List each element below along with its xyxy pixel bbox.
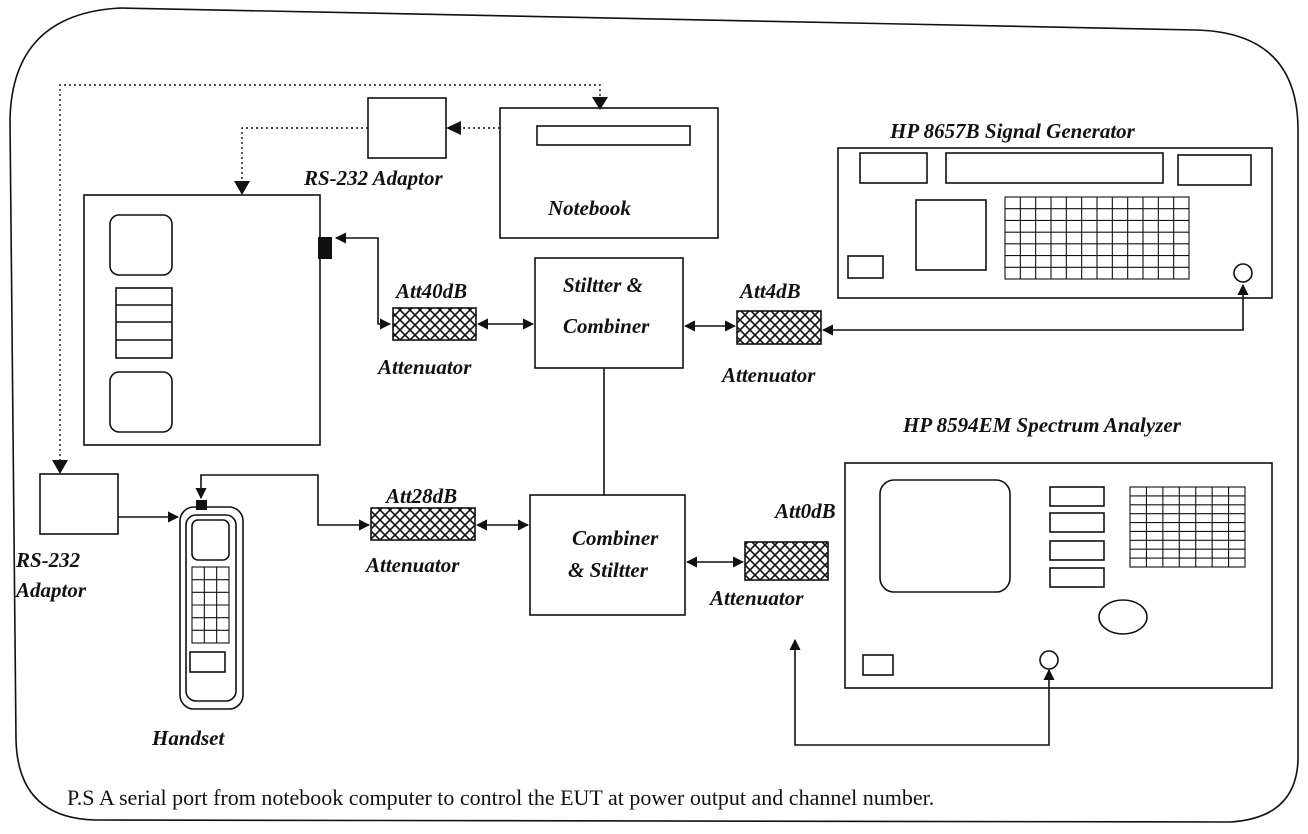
att0-attenuator-label: Attenuator [708,586,804,610]
handset-antenna-port-icon [196,500,207,510]
handset: Handset [151,500,244,750]
attenuator-4db: Att4dB Attenuator [720,279,822,387]
attenuator-28db: Att28dB Attenuator [364,484,476,577]
rs232-left-label-1: RS-232 [15,548,81,572]
att4-label: Att4dB [738,279,801,303]
signal-generator-keypad [1004,196,1190,280]
att0-label: Att0dB [773,499,836,523]
att4-attenuator-label: Attenuator [720,363,816,387]
signal-generator: HP 8657B Signal Generator [837,119,1273,299]
spectrum-analyzer-keypad [1129,486,1246,568]
att28-label: Att28dB [384,484,457,508]
att28-attenuator-label: Attenuator [364,553,460,577]
splitter-top-label-1: Stiltter & [563,273,644,297]
rf-port-icon [318,237,332,259]
combiner-bottom-label-2: & Stiltter [568,558,649,582]
handset-label: Handset [151,726,226,750]
handset-to-att28 [195,474,371,531]
analyzer-to-att0 [789,638,1055,746]
outer-frame [9,7,1299,823]
notebook-label: Notebook [547,196,631,220]
serial-line-outer [59,84,601,466]
attenuator-0db: Att0dB Attenuator [708,499,836,610]
attenuator-40db: Att40dB Attenuator [376,279,477,379]
splitter-top-label-2: Combiner [563,314,650,338]
rs232-left-label-2: Adaptor [14,578,87,602]
notebook: Notebook [499,107,719,239]
spectrum-analyzer-label: HP 8594EM Spectrum Analyzer [902,413,1182,437]
splitter-combiner-top: Stiltter & Combiner [534,257,684,369]
arrow-to-notebook [592,97,608,110]
signal-generator-label: HP 8657B Signal Generator [889,119,1136,143]
footer-note: P.S A serial port from notebook computer… [67,785,934,810]
rs232-adaptor-top-label: RS-232 Adaptor [303,166,443,190]
tester-to-att40 [334,232,392,330]
rs232-adaptor-top: RS-232 Adaptor [303,97,447,190]
att40-attenuator-label: Attenuator [376,355,472,379]
serial-line-to-tester [241,127,368,183]
arrow-to-tester [234,181,250,195]
arrow-to-rs232-top [446,121,461,135]
spectrum-analyzer: HP 8594EM Spectrum Analyzer [844,413,1273,689]
att40-label: Att40dB [394,279,467,303]
combiner-bottom-label-1: Combiner [572,526,659,550]
arrow-to-rs232-left [52,460,68,474]
rs232-adaptor-left: RS-232 Adaptor [14,473,119,602]
handset-keypad [191,566,230,644]
base-station-tester [83,194,332,446]
att4-to-signal-generator [821,283,1249,336]
combiner-splitter-bottom: Combiner & Stiltter [529,494,686,616]
